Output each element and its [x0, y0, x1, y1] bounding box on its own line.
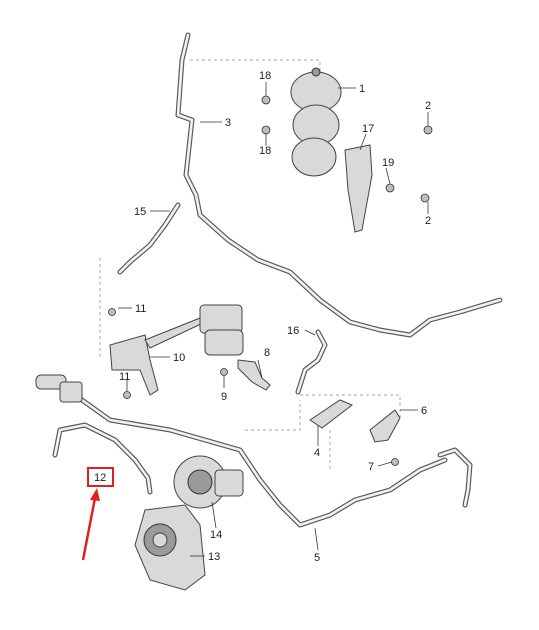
callout-18-bottom: 18 [259, 145, 271, 157]
vacuum-pump-14 [173, 455, 244, 509]
callout-12: 12 [94, 472, 106, 484]
highlight-arrow-head [90, 488, 100, 501]
leader-lines [118, 82, 429, 557]
assembly-guides [99, 59, 401, 470]
callout-17: 17 [362, 123, 374, 135]
pump-13 [134, 504, 206, 591]
callout-14: 14 [210, 529, 222, 541]
highlight-arrow-shaft [81, 497, 97, 561]
callouts: 1 18 18 2 2 3 17 19 15 11 16 10 8 11 9 6… [119, 70, 431, 564]
hose-15 [117, 202, 181, 275]
accumulator [290, 67, 342, 177]
bracket-6 [369, 409, 401, 443]
bracket-17 [344, 144, 373, 233]
callout-11-top: 11 [135, 303, 146, 315]
callout-19: 19 [382, 157, 394, 169]
callout-10: 10 [173, 352, 185, 364]
highlight-box [87, 467, 114, 487]
hose-bundle-right [437, 447, 473, 508]
vacuum-line-main [175, 32, 503, 338]
callout-9: 9 [221, 391, 227, 403]
callout-6: 6 [421, 405, 427, 417]
callout-8: 8 [264, 347, 270, 359]
callout-2-top: 2 [425, 100, 431, 112]
callout-18-top: 18 [259, 70, 271, 82]
hose-12 [52, 422, 153, 495]
callout-1: 1 [359, 83, 365, 95]
clip-4 [309, 399, 353, 429]
highlight-12: 12 [81, 467, 114, 561]
callout-4: 4 [314, 447, 320, 459]
callout-5: 5 [314, 552, 320, 564]
vacuum-line-lower [72, 392, 448, 528]
callout-3: 3 [225, 117, 231, 129]
hose-connector [35, 374, 83, 403]
callout-7: 7 [368, 461, 374, 473]
hose-16 [295, 329, 328, 395]
bracket-8 [237, 359, 271, 391]
callout-11-bottom: 11 [119, 371, 130, 383]
callout-13: 13 [208, 551, 220, 563]
callout-15: 15 [134, 206, 146, 218]
callout-16: 16 [287, 325, 299, 337]
valve-assembly [199, 304, 244, 356]
callout-2-bottom: 2 [425, 215, 431, 227]
